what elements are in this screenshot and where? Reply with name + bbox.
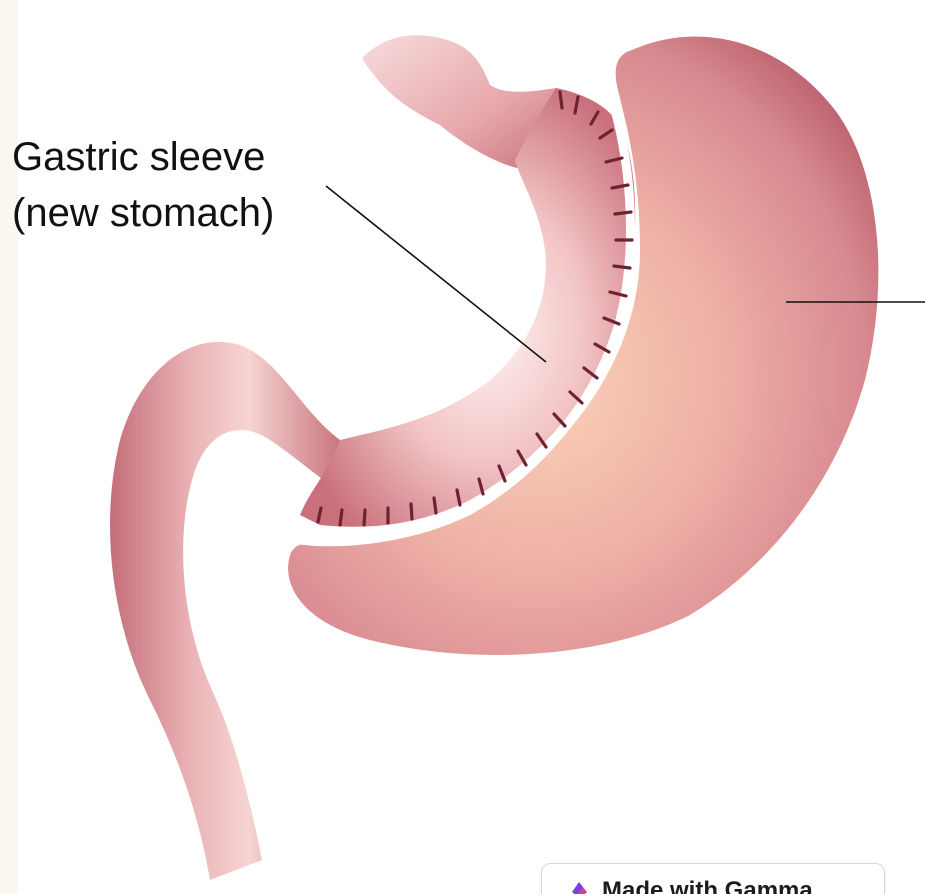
sleeve-leader-line (326, 186, 546, 362)
duodenum (110, 342, 340, 880)
sleeve-label-line-1: Gastric sleeve (12, 133, 265, 181)
gamma-logo-icon (568, 878, 590, 894)
badge-label: Made with Gamma (602, 878, 813, 894)
sleeve-label-line-2: (new stomach) (12, 189, 274, 237)
made-with-gamma-badge[interactable]: Made with Gamma (541, 863, 885, 894)
